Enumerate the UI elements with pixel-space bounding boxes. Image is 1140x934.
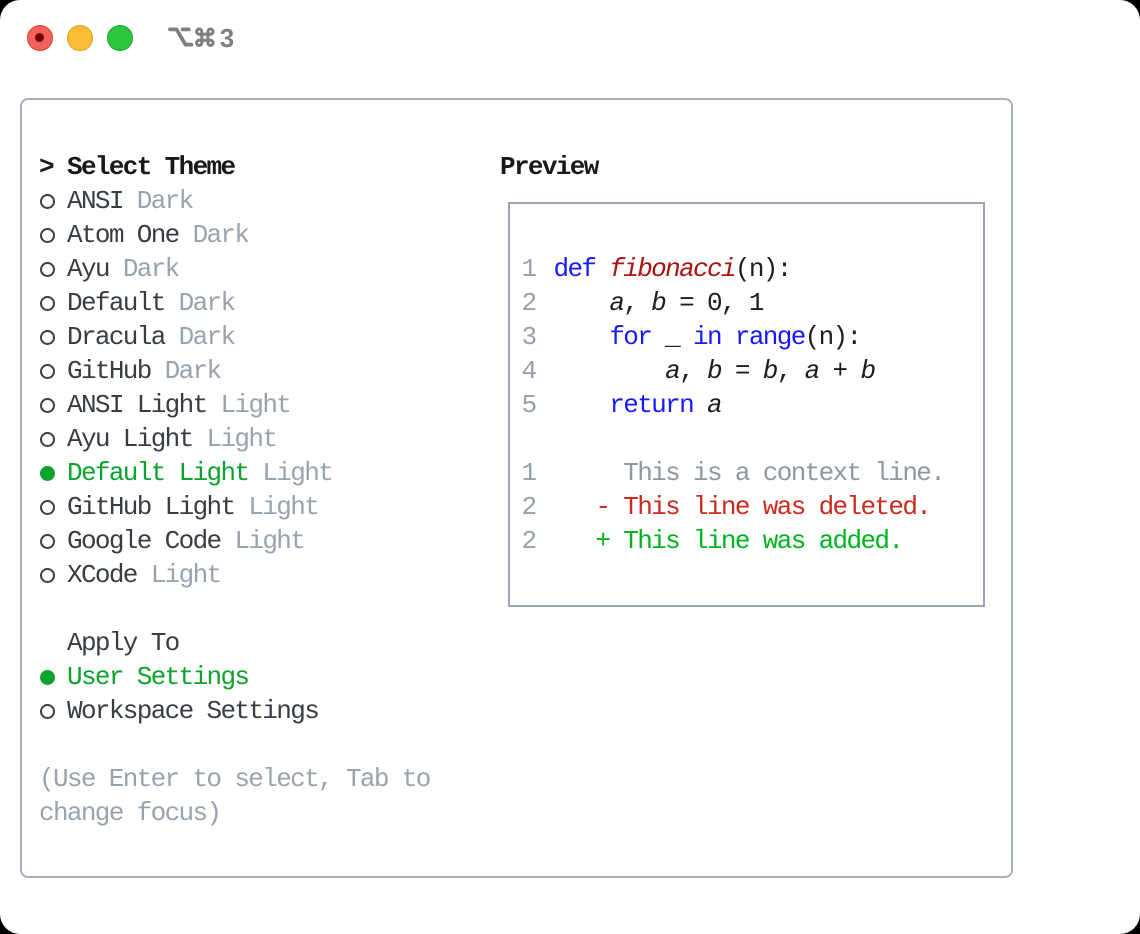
svg-text:3: 3 xyxy=(220,23,234,51)
